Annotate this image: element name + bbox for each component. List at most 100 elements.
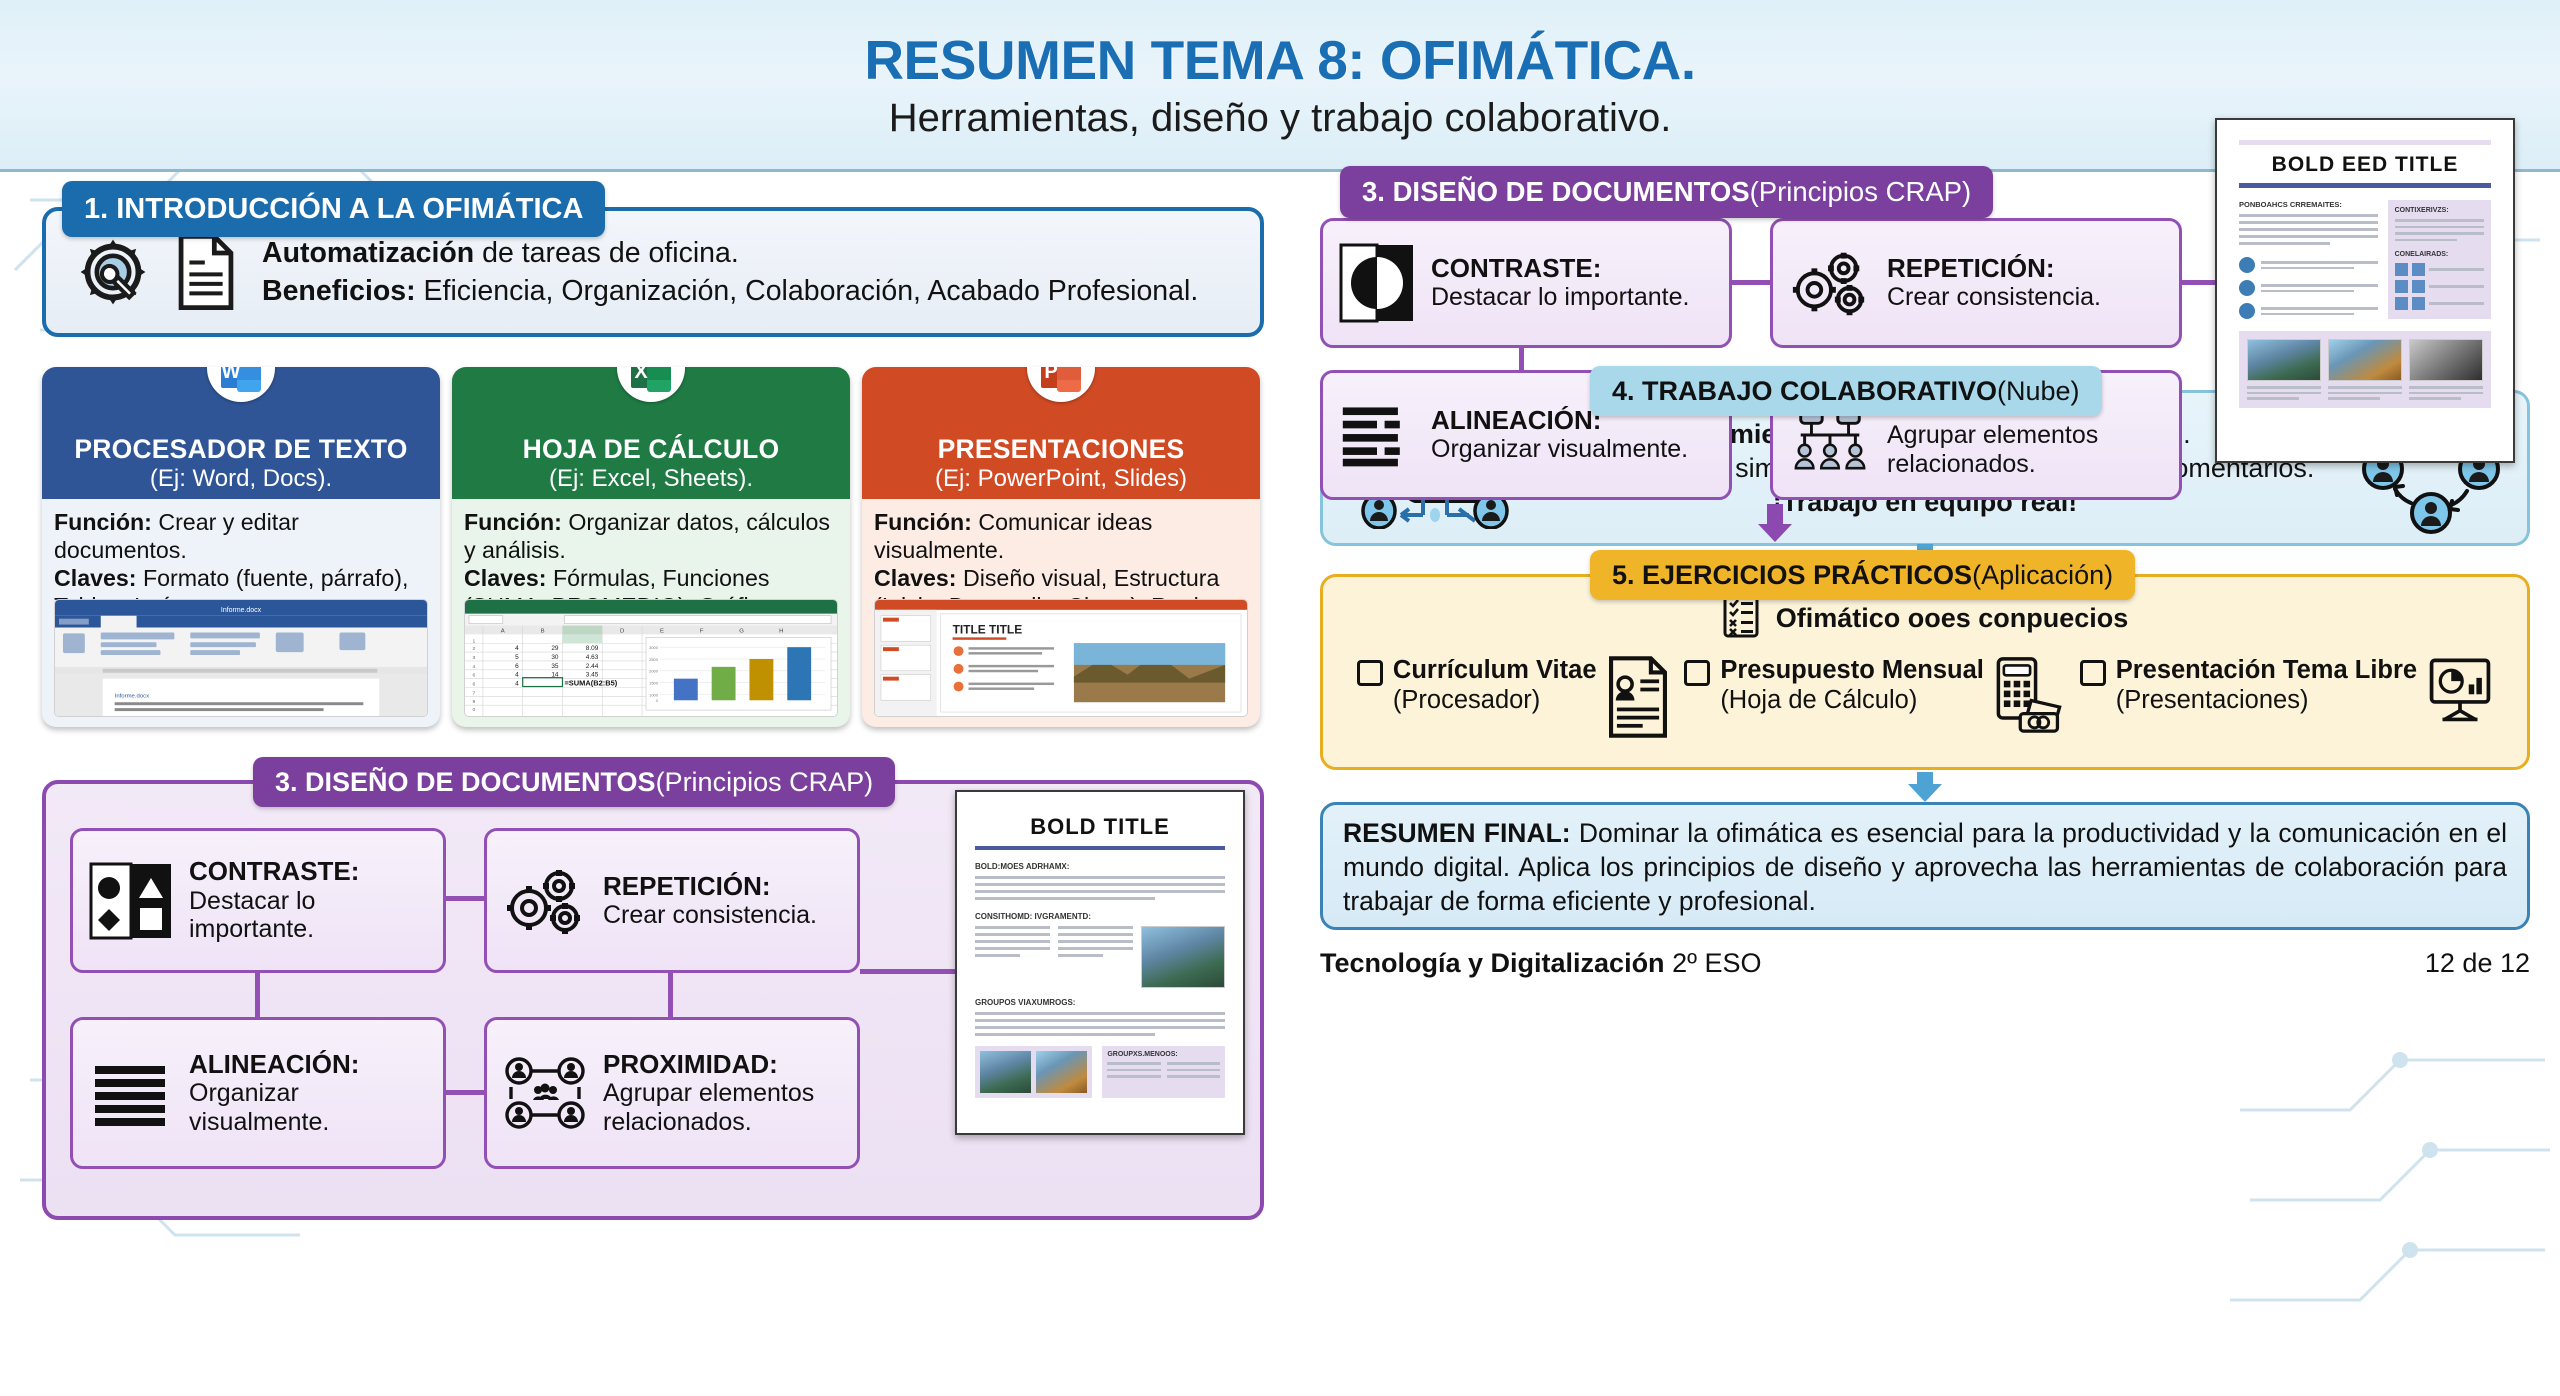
ejercicio-presupuesto-paren: (Hoja de Cálculo) [1720,685,1918,714]
resume-document-icon [1607,656,1669,743]
crap-connector-left-3 [255,971,260,1019]
crap-box-contraste-left[interactable]: CONTRASTE: Destacar lo importante. [70,828,446,973]
contrast-circle-icon [1339,243,1415,323]
crap-contraste-left-text: CONTRASTE: Destacar lo importante. [189,857,427,943]
app-card-word-title: PROCESADOR DE TEXTO [74,434,408,464]
footer-subject-bold: Tecnología y Digitalización [1320,948,1665,978]
crap-box-repeticion-right[interactable]: REPETICIÓN: Crear consistencia. [1770,218,2182,348]
excel-funcion-label: Función: [464,509,562,535]
ejercicios-heading-row: Ofimático ooes conpuecios [1323,577,2527,646]
ejercicios-items: Currículum Vitae (Procesador) [1323,646,2527,743]
crap-left-sub: (Principios CRAP) [655,766,874,797]
crap-repeticion-left-desc: Crear consistencia. [603,900,817,929]
svg-text:B: B [541,628,545,634]
crap-right-sub: (Principios CRAP) [1749,176,1972,207]
svg-text:30: 30 [551,654,559,661]
svg-text:4: 4 [473,664,476,670]
ejercicio-presentacion-paren: (Presentaciones) [2115,685,2309,714]
page-subtitle: Herramientas, diseño y trabajo colaborat… [888,96,1672,140]
doc-right-h2: CONTIXERIVZS: [2394,207,2449,214]
app-card-powerpoint[interactable]: P PRESENTACIONES (Ej: PowerPoint, Slides… [862,367,1260,727]
section-3-crap-header-left: 3. DISEÑO DE DOCUMENTOS (Principios CRAP… [253,757,896,807]
page-title: RESUMEN TEMA 8: OFIMÁTICA. [864,29,1696,91]
svg-text:5: 5 [515,654,519,661]
checkbox-presupuesto[interactable] [1684,660,1711,686]
word-funcion-text: Crear y editar documentos. [54,509,299,563]
ejercicio-item-presentacion[interactable]: Presentación Tema Libre (Presentaciones) [2079,656,2493,731]
doc-left-bottom: GROUPXS.MENOOS: [975,1046,1225,1098]
ejercicio-presentacion-label: Presentación Tema Libre (Presentaciones) [2116,656,2417,716]
final-summary-body: Dominar la ofimática es esencial para la… [1343,818,2507,916]
excel-icon: X [617,367,685,402]
intro-line2-rest: Eficiencia, Organización, Colaboración, … [415,275,1199,307]
crap-repeticion-right-title: REPETICIÓN: [1887,253,2055,284]
crap-alineacion-right-title: ALINEACIÓN: [1431,405,1602,436]
word-claves-label: Claves: [54,564,137,591]
ppt-funcion-label: Función: [874,509,972,535]
crap-repeticion-right-desc: Crear consistencia. [1887,283,2101,312]
svg-text:4: 4 [515,681,519,688]
app-card-excel[interactable]: X HOJA DE CÁLCULO (Ej: Excel, Sheets). F… [452,367,850,727]
ppt-claves-label: Claves: [874,564,957,591]
ejercicios-sub: (Aplicación) [1972,559,2114,590]
crap-connector-right-4 [2180,280,2222,285]
crap-proximidad-left-desc: Agrupar elementos relacionados. [603,1079,815,1136]
word-funcion-label: Función: [54,509,152,535]
crap-box-alineacion-left[interactable]: ALINEACIÓN: Organizar visualmente. [70,1017,446,1169]
calculator-money-icon [1994,656,2064,739]
app-card-powerpoint-title: PRESENTACIONES [937,434,1185,464]
app-card-word[interactable]: W PROCESADOR DE TEXTO (Ej: Word, Docs). … [42,367,440,727]
svg-text:1000: 1000 [649,692,659,697]
crap-box-alineacion-right[interactable]: ALINEACIÓN: Organizar visualmente. [1320,370,1732,500]
crap-contraste-right-text: CONTRASTE: Destacar lo importante. [1431,254,1689,312]
ejercicio-presupuesto-title: Presupuesto Mensual [1720,656,1984,684]
word-screenshot: Informe.docx [54,599,428,717]
word-icon: W [207,367,275,402]
infographic-canvas: 1. INTRODUCCIÓN A LA OFIMÁTICA [0,118,2560,1396]
section-3-crap-header-right: 3. DISEÑO DE DOCUMENTOS (Principios CRAP… [1340,166,1994,218]
svg-text:2500: 2500 [649,657,659,662]
page-footer: Tecnología y Digitalización 2º ESO 12 de… [1320,948,2530,979]
svg-text:3.45: 3.45 [586,672,599,679]
ejercicio-item-presupuesto[interactable]: Presupuesto Mensual (Hoja de Cálculo) [1684,656,2064,739]
svg-text:G: G [739,628,744,634]
doc-right-cols: PONBOAHCS CRREMAITES: [2239,200,2491,319]
contrast-shapes-icon [89,862,173,940]
excel-formula: =SUMA(B2:B5) [564,679,617,688]
crap-alineacion-left-title: ALINEACIÓN: [189,1048,360,1079]
intro-text: Automatización de tareas de oficina. Ben… [262,234,1198,310]
doc-left-h4: GROUPXS.MENOOS: [1107,1051,1178,1058]
doc-right-rule [2239,183,2491,188]
crap-box-contraste-right[interactable]: CONTRASTE: Destacar lo importante. [1320,218,1732,348]
checkbox-cv[interactable] [1356,660,1383,686]
svg-text:2000: 2000 [649,669,659,674]
svg-text:4: 4 [515,645,519,652]
ejercicio-item-cv[interactable]: Currículum Vitae (Procesador) [1356,656,1669,743]
crap-left-main: 3. DISEÑO DE DOCUMENTOS [275,766,656,797]
crap-contraste-right-title: CONTRASTE: [1431,253,1602,284]
crap-box-proximidad-left[interactable]: PROXIMIDAD: Agrupar elementos relacionad… [484,1017,860,1169]
doc-left-rule [975,846,1225,850]
checkbox-presentacion[interactable] [2079,660,2106,686]
app-card-powerpoint-ej: (Ej: PowerPoint, Slides) [934,465,1188,492]
crap-proximidad-right-desc: Agrupar elementos relacionados. [1887,421,2099,478]
svg-text:X: X [634,367,648,383]
app-card-excel-header: X HOJA DE CÁLCULO (Ej: Excel, Sheets). [452,367,850,499]
svg-text:F: F [700,628,704,634]
crap-alineacion-right-text: ALINEACIÓN: Organizar visualmente. [1431,406,1688,464]
crap-repeticion-left-text: REPETICIÓN: Crear consistencia. [603,871,817,930]
crap-connector-left-2 [444,1090,486,1095]
doc-left-h3: GROUPOS VIAXUMROGS: [975,998,1076,1007]
doc-right-h3: CONELAIRADS: [2394,251,2449,258]
crap-proximidad-left-title: PROXIMIDAD: [603,1048,778,1079]
app-card-word-ej: (Ej: Word, Docs). [149,465,333,492]
app-card-word-header: W PROCESADOR DE TEXTO (Ej: Word, Docs). [42,367,440,499]
crap-right-main: 3. DISEÑO DE DOCUMENTOS [1362,176,1750,207]
final-summary-text: RESUMEN FINAL: Dominar la ofimática es e… [1343,817,2507,919]
excel-claves-label: Claves: [464,564,547,591]
document-preview-right: BOLD EED TITLE PONBOAHCS CRREMAITES: [2215,118,2515,463]
crap-box-repeticion-left[interactable]: REPETICIÓN: Crear consistencia. [484,828,860,973]
crap-alineacion-left-desc: Organizar visualmente. [189,1079,330,1136]
colaborativo-main: 4. TRABAJO COLABORATIVO [1612,375,1998,406]
